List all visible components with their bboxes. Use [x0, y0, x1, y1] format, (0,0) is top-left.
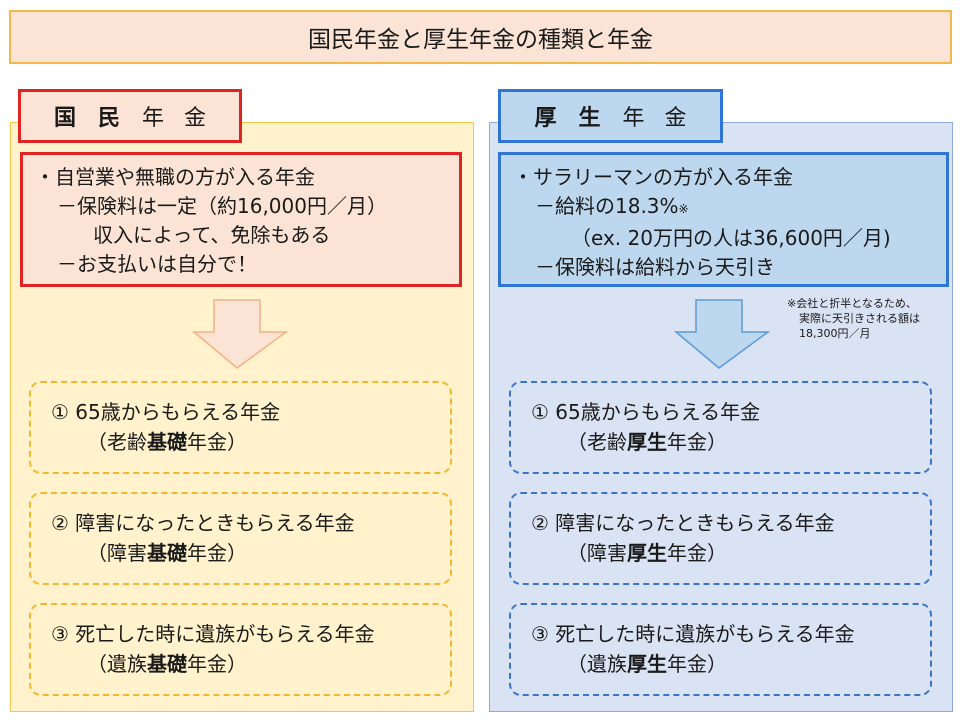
kosei-footnote-line2: 実際に天引きされる額は — [799, 312, 920, 325]
kosei-pension-3-bold: 厚生 — [627, 652, 667, 676]
kokumin-label-bold: 国民 — [53, 106, 142, 131]
kosei-label-normal: 年金 — [622, 106, 707, 131]
kosei-pension-2-pre: （障害 — [567, 541, 627, 565]
kosei-pension-2-post: 年金） — [667, 541, 727, 565]
kosei-down-arrow-icon — [673, 299, 771, 369]
kokumin-pension-1-subtitle: （老齢基礎年金） — [51, 427, 450, 457]
kosei-pension-1-title: ① 65歳からもらえる年金 — [531, 400, 761, 424]
kosei-pension-item-3: ③ 死亡した時に遺族がもらえる年金 （遺族厚生年金） — [509, 603, 932, 696]
kokumin-info-line1: ・自営業や無職の方が入る年金 — [35, 165, 315, 189]
kokumin-pension-3-subtitle: （遺族基礎年金） — [51, 649, 450, 679]
kokumin-info-line4: －お支払いは自分で！ — [57, 252, 257, 276]
kosei-pension-3-post: 年金） — [667, 652, 727, 676]
kokumin-pension-item-3: ③ 死亡した時に遺族がもらえる年金 （遺族基礎年金） — [29, 603, 452, 696]
kokumin-pension-3-pre: （遺族 — [87, 652, 147, 676]
kosei-info-line1: ・サラリーマンの方が入る年金 — [513, 165, 793, 189]
kosei-pension-1-subtitle: （老齢厚生年金） — [531, 427, 930, 457]
kokumin-info-line3: 収入によって、免除もある — [93, 223, 331, 247]
kosei-footnote-line3: 18,300円／月 — [799, 327, 871, 340]
page-title-text: 国民年金と厚生年金の種類と年金 — [308, 27, 653, 53]
kosei-pension-1-pre: （老齢 — [567, 430, 627, 454]
kosei-pension-item-2: ② 障害になったときもらえる年金 （障害厚生年金） — [509, 492, 932, 585]
kokumin-label-normal: 年金 — [142, 106, 227, 131]
kosei-info-line2: －給料の18.3%※ — [513, 192, 946, 224]
kokumin-label: 国民 年金 — [18, 89, 242, 143]
kokumin-pension-1-pre: （老齢 — [87, 430, 147, 454]
kokumin-pension-2-bold: 基礎 — [147, 541, 187, 565]
kosei-pension-1-post: 年金） — [667, 430, 727, 454]
kosei-pension-2-bold: 厚生 — [627, 541, 667, 565]
kokumin-pension-2-pre: （障害 — [87, 541, 147, 565]
kosei-pension-1-bold: 厚生 — [627, 430, 667, 454]
kokumin-pension-1-title: ① 65歳からもらえる年金 — [51, 400, 281, 424]
kokumin-pension-2-title: ② 障害になったときもらえる年金 — [51, 511, 355, 535]
kokumin-info-line2: －保険料は一定（約16,000円／月） — [57, 194, 387, 218]
kosei-footnote-line1: ※会社と折半となるため、 — [787, 297, 917, 310]
kosei-label: 厚生 年金 — [498, 89, 723, 143]
kosei-label-bold: 厚生 — [534, 106, 623, 131]
kosei-pension-3-subtitle: （遺族厚生年金） — [531, 649, 930, 679]
kosei-info-line4: －保険料は給料から天引き — [535, 255, 775, 279]
kosei-pension-2-title: ② 障害になったときもらえる年金 — [531, 511, 835, 535]
kosei-info-line2-text: －給料の18.3% — [535, 194, 679, 218]
kosei-info-footnote-mark: ※ — [678, 202, 689, 216]
page-title: 国民年金と厚生年金の種類と年金 — [9, 10, 952, 64]
kosei-pension-3-title: ③ 死亡した時に遺族がもらえる年金 — [531, 622, 855, 646]
kosei-pension-item-1: ① 65歳からもらえる年金 （老齢厚生年金） — [509, 381, 932, 474]
kokumin-pension-1-post: 年金） — [187, 430, 247, 454]
kokumin-pension-item-2: ② 障害になったときもらえる年金 （障害基礎年金） — [29, 492, 452, 585]
kokumin-pension-3-post: 年金） — [187, 652, 247, 676]
kosei-info-box: ・サラリーマンの方が入る年金 －給料の18.3%※ （ex. 20万円の人は36… — [498, 152, 949, 287]
kokumin-pension-item-1: ① 65歳からもらえる年金 （老齢基礎年金） — [29, 381, 452, 474]
kokumin-pension-2-subtitle: （障害基礎年金） — [51, 538, 450, 568]
kokumin-pension-3-title: ③ 死亡した時に遺族がもらえる年金 — [51, 622, 375, 646]
kosei-info-line3: （ex. 20万円の人は36,600円／月) — [571, 226, 891, 250]
kokumin-pension-3-bold: 基礎 — [147, 652, 187, 676]
kosei-footnote: ※会社と折半となるため、 実際に天引きされる額は 18,300円／月 — [787, 296, 957, 341]
kokumin-pension-2-post: 年金） — [187, 541, 247, 565]
kosei-pension-3-pre: （遺族 — [567, 652, 627, 676]
kokumin-down-arrow-icon — [191, 299, 289, 369]
kosei-pension-2-subtitle: （障害厚生年金） — [531, 538, 930, 568]
kokumin-info-box: ・自営業や無職の方が入る年金 －保険料は一定（約16,000円／月） 収入によっ… — [20, 152, 462, 287]
kokumin-pension-1-bold: 基礎 — [147, 430, 187, 454]
